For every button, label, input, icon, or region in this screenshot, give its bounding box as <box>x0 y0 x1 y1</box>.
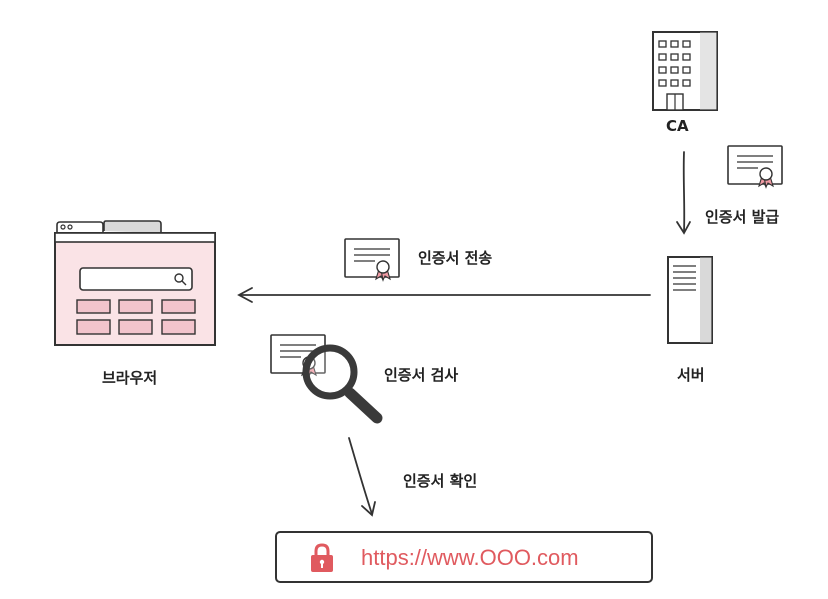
step-verify-label: 인증서 확인 <box>403 472 478 490</box>
browser-window-icon <box>54 220 216 346</box>
address-bar: https://www.OOO.com <box>275 531 653 583</box>
browser-label: 브라우저 <box>102 369 158 387</box>
step-inspect-label: 인증서 검사 <box>384 366 459 384</box>
url-text: https://www.OOO.com <box>361 545 579 570</box>
padlock-icon <box>311 543 333 572</box>
office-building-icon <box>652 31 718 111</box>
step-issue-label: 인증서 발급 <box>705 208 780 226</box>
search-icon <box>174 273 187 286</box>
ca-label: CA <box>666 117 689 135</box>
arrow-inspect-to-verify <box>348 437 376 517</box>
step-send-label: 인증서 전송 <box>418 249 493 267</box>
magnifying-glass-icon <box>302 344 383 424</box>
server-label: 서버 <box>677 366 705 384</box>
arrow-ca-to-server <box>676 151 691 235</box>
arrow-server-to-browser <box>237 287 651 303</box>
certificate-icon <box>344 238 400 281</box>
server-tower-icon <box>667 256 713 344</box>
certificate-icon <box>727 145 783 188</box>
